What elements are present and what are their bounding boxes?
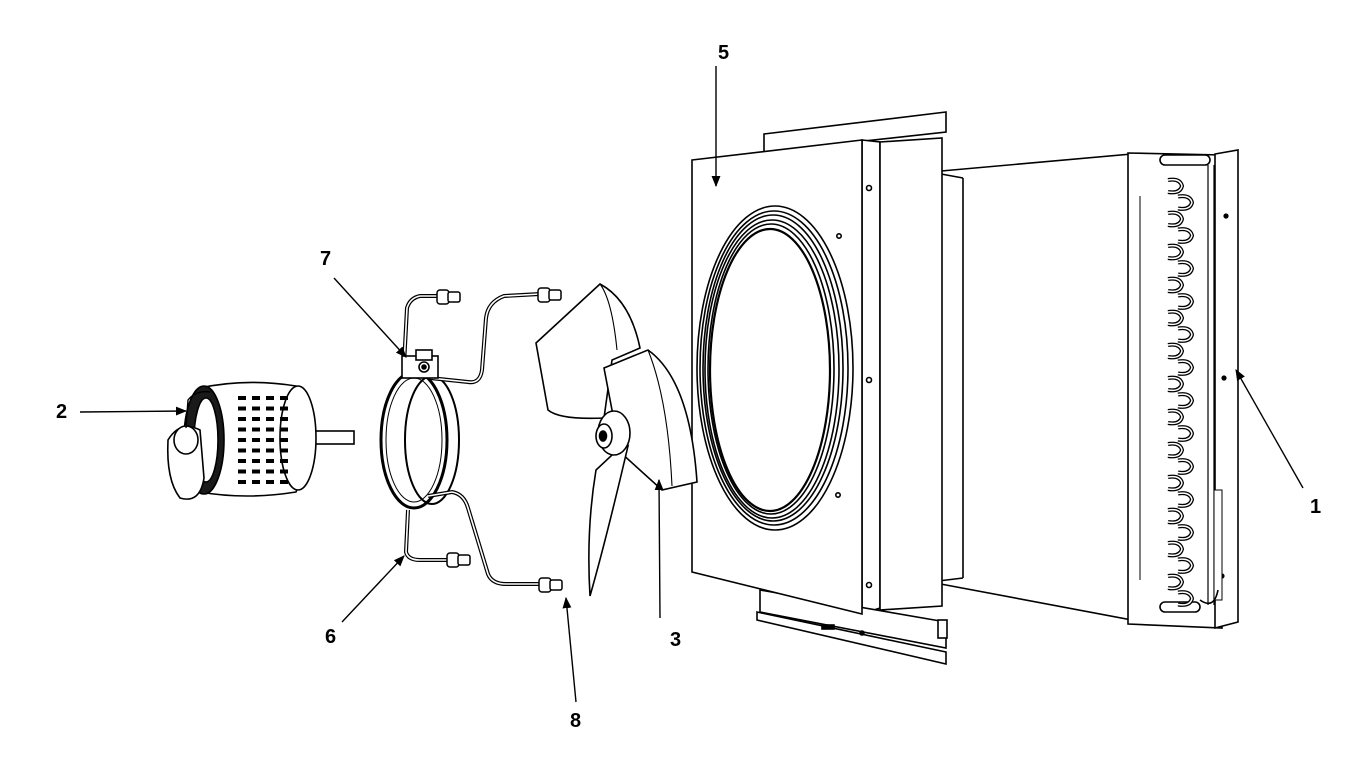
coil-bend-highlight [1167, 409, 1183, 425]
callout-3: 3 [670, 629, 682, 651]
motor-vent-slot [238, 438, 246, 442]
motor-vent-slot [266, 480, 274, 484]
leader-6 [341, 555, 405, 623]
leader-8 [562, 596, 577, 703]
leader-7 [333, 277, 407, 358]
motor-vent-slot [252, 459, 260, 463]
motor-vent-slot [238, 469, 246, 474]
callout-1: 1 [1310, 496, 1322, 518]
motor-vent-slot [280, 417, 288, 421]
motor-vent-slot [252, 396, 260, 400]
leader-lines [79, 66, 1304, 703]
leader-2 [79, 406, 188, 416]
motor-vent-slot [266, 406, 274, 411]
motor-vent-slot [280, 438, 288, 442]
coil-bend-highlight [1167, 376, 1183, 392]
motor-vent-slot [280, 469, 288, 474]
coil-bend-highlight [1167, 574, 1183, 590]
motor-vent-slot [280, 459, 288, 463]
motor-vent-slot [252, 406, 260, 411]
motor-vent-slot [280, 427, 288, 432]
coil-bend-highlight [1167, 211, 1183, 227]
fan-shroud [691, 111, 948, 666]
motor-vent-slot [238, 427, 246, 432]
leader-3 [654, 478, 664, 619]
motor-vent-slot [280, 396, 288, 400]
callout-7: 7 [320, 248, 332, 270]
callout-5: 5 [718, 42, 730, 64]
coil-bend-highlight [1177, 426, 1193, 441]
coil-bend-highlight [1177, 558, 1193, 573]
motor-vent-slot [266, 469, 274, 474]
motor-vent-slot [252, 448, 260, 453]
callout-6: 6 [325, 626, 337, 648]
leader-1 [1235, 369, 1304, 489]
motor-vent-slot [238, 406, 246, 411]
coil-bend-highlight [1167, 244, 1183, 260]
motor-vent-slot [252, 480, 260, 484]
motor-vent-slot [252, 427, 260, 432]
motor-mount-bracket [379, 287, 563, 593]
callout-2: 2 [56, 401, 68, 423]
motor-vent-slot [280, 480, 288, 484]
coil-bend-highlight [1167, 178, 1183, 194]
coil-bend-highlight [1167, 310, 1183, 326]
coil-return-bends [1167, 177, 1195, 607]
coil-bend-highlight [1167, 541, 1183, 557]
motor-vent-slot [252, 438, 260, 442]
motor-vent-slot [266, 448, 274, 453]
fan-motor [166, 381, 355, 500]
coil-bend-highlight [1167, 277, 1183, 293]
motor-vent-slot [238, 396, 246, 400]
coil-bend-highlight [1167, 343, 1183, 359]
coil-bend-highlight [1177, 261, 1193, 276]
coil-bend-highlight [1177, 195, 1193, 210]
motor-vent-slot [266, 396, 274, 400]
coil-bend-highlight [1177, 591, 1193, 606]
coil-bend-highlight [1177, 327, 1193, 342]
motor-vent-slot [266, 438, 274, 442]
coil-bend-highlight [1177, 459, 1193, 474]
motor-vent-slot [252, 469, 260, 474]
coil-bend-highlight [1167, 475, 1183, 491]
callout-8: 8 [570, 710, 582, 732]
motor-vent-slot [280, 406, 288, 411]
motor-vent-slot [238, 459, 246, 463]
coil-bend-highlight [1177, 393, 1193, 408]
coil-bend-highlight [1167, 508, 1183, 524]
coil-bend-highlight [1177, 294, 1193, 309]
motor-vent-slot [266, 417, 274, 421]
coil-bend-highlight [1177, 492, 1193, 507]
motor-vent-slot [238, 448, 246, 453]
coil-bend-highlight [1177, 228, 1193, 243]
condenser-coil [929, 149, 1239, 630]
coil-bend-highlight [1177, 360, 1193, 375]
coil-bend-highlight [1167, 442, 1183, 458]
motor-vent-slot [280, 448, 288, 453]
coil-bend-highlight [1177, 525, 1193, 540]
motor-vent-slot [238, 417, 246, 421]
motor-vent-slot [238, 480, 246, 484]
fan-blade [535, 283, 698, 597]
motor-vent-slot [266, 427, 274, 432]
motor-vent-slot [252, 417, 260, 421]
motor-vent-slot [266, 459, 274, 463]
motor-vent-slots [238, 396, 288, 484]
